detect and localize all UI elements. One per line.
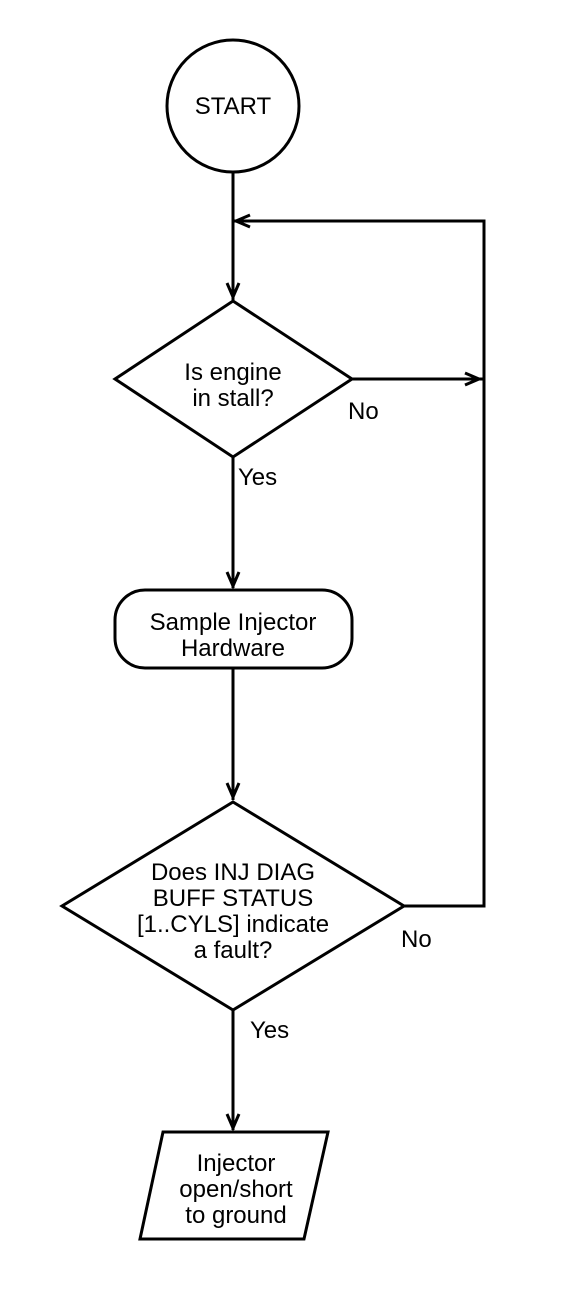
arrowhead-stall-to-sample xyxy=(225,571,241,590)
start-label: START xyxy=(195,93,272,120)
decision-fault-line-4: a fault? xyxy=(194,937,273,964)
decision-stall-line-1: Is engine xyxy=(184,359,281,386)
process-line-1: Sample Injector xyxy=(150,609,317,636)
decision-stall-yes-label: Yes xyxy=(238,464,277,491)
arrowhead-start-to-stall xyxy=(225,282,241,301)
output-line-3: to ground xyxy=(185,1202,286,1229)
arrowhead-sample-to-fault xyxy=(225,782,241,801)
arrowhead-fault-to-output xyxy=(225,1113,241,1132)
decision-stall-line-2: in stall? xyxy=(192,385,273,412)
decision-fault-yes-label: Yes xyxy=(250,1017,289,1044)
output-injector-fault xyxy=(138,1130,330,1241)
decision-fault-no-label: No xyxy=(401,926,432,953)
output-line-2: open/short xyxy=(179,1176,293,1203)
arrowhead-loop-back xyxy=(232,213,251,229)
process-line-2: Hardware xyxy=(181,635,285,662)
decision-fault-line-2: BUFF STATUS xyxy=(153,885,313,912)
decision-fault-line-1: Does INJ DIAG xyxy=(151,859,315,886)
connector-loop-back xyxy=(233,219,486,908)
output-line-1: Injector xyxy=(197,1150,276,1177)
arrowhead-stall-no xyxy=(464,371,483,387)
decision-stall-no-label: No xyxy=(348,398,379,425)
decision-fault-line-3: [1..CYLS] indicate xyxy=(137,911,329,938)
